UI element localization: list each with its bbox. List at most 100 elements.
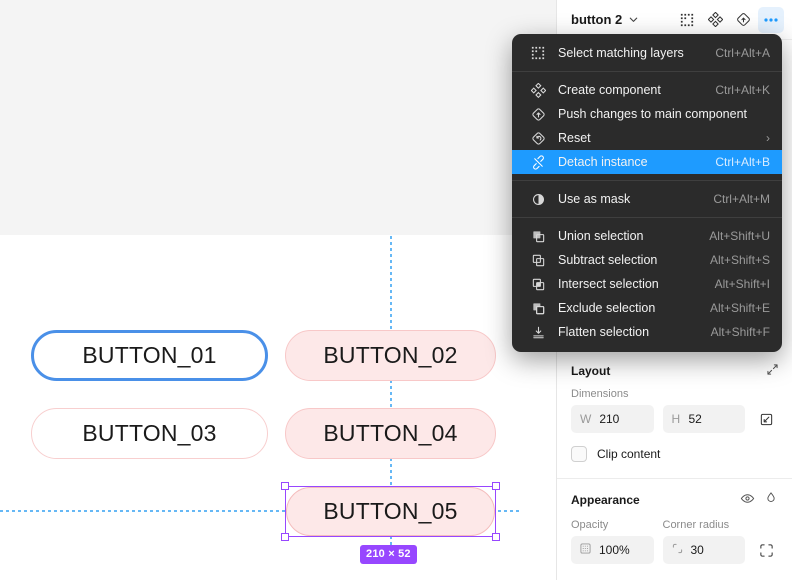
corner-radius-value: 30: [690, 543, 704, 557]
menu-item-select-matching-layers[interactable]: Select matching layers Ctrl+Alt+A: [512, 41, 782, 65]
size-badge: 210 × 52: [360, 545, 417, 564]
menu-item-label: Create component: [558, 83, 661, 97]
menu-item-shortcut: Ctrl+Alt+A: [715, 46, 770, 60]
menu-item-create-component[interactable]: Create component Ctrl+Alt+K: [512, 78, 782, 102]
menu-item-shortcut: Alt+Shift+S: [709, 253, 770, 267]
blend-mode-droplet-icon[interactable]: [764, 491, 778, 509]
menu-item-shortcut: Alt+Shift+F: [710, 325, 770, 339]
menu-item-label: Union selection: [558, 229, 644, 243]
canvas-button-03[interactable]: BUTTON_03: [31, 408, 268, 459]
panel-title: button 2: [571, 12, 623, 27]
appearance-section-title: Appearance: [571, 493, 640, 507]
layout-section: Layout Dimensions W 210 H 52: [557, 362, 792, 472]
corner-radius-label: Corner radius: [662, 519, 730, 531]
menu-item-shortcut: Ctrl+Alt+M: [713, 192, 770, 206]
independent-corners-icon[interactable]: [754, 538, 778, 562]
expand-arrows-icon[interactable]: [767, 364, 778, 378]
menu-separator: [512, 180, 782, 181]
opacity-label: Opacity: [571, 519, 609, 531]
context-menu[interactable]: Select matching layers Ctrl+Alt+A Create c…: [512, 34, 782, 352]
menu-item-shortcut: Alt+Shift+I: [714, 277, 770, 291]
menu-item-shortcut: Ctrl+Alt+B: [715, 155, 770, 169]
menu-item-shortcut: Ctrl+Alt+K: [715, 83, 770, 97]
subtract-selection-icon: [530, 252, 546, 268]
create-component-icon[interactable]: [702, 7, 728, 33]
opacity-swatch-icon: [580, 543, 591, 557]
width-prefix: W: [580, 412, 592, 426]
reset-icon: [530, 130, 546, 146]
select-matching-layers-icon[interactable]: [674, 7, 700, 33]
menu-item-shortcut: Alt+Shift+U: [709, 229, 770, 243]
menu-item-flatten-selection[interactable]: Flatten selection Alt+Shift+F: [512, 320, 782, 344]
menu-separator: [512, 217, 782, 218]
clip-content-label: Clip content: [597, 447, 661, 461]
menu-item-label: Select matching layers: [558, 46, 684, 60]
corner-radius-input[interactable]: 30: [662, 536, 745, 564]
vertical-alignment-guide: [390, 236, 392, 546]
menu-item-label: Intersect selection: [558, 277, 659, 291]
clip-content-checkbox[interactable]: [571, 446, 587, 462]
canvas-button-01-label: BUTTON_01: [82, 342, 217, 368]
width-input[interactable]: W 210: [571, 405, 654, 433]
select-matching-layers-icon: [530, 45, 546, 61]
menu-item-label: Subtract selection: [558, 253, 658, 267]
canvas-button-03-label: BUTTON_03: [82, 420, 217, 446]
layout-section-icons: [767, 364, 778, 378]
chevron-down-icon[interactable]: [626, 13, 640, 27]
canvas-button-04[interactable]: BUTTON_04: [285, 408, 496, 459]
menu-item-label: Use as mask: [558, 192, 631, 206]
panel-header-icons: [674, 6, 784, 33]
canvas-background-band: [0, 0, 556, 235]
appearance-section-icons: [740, 491, 778, 509]
menu-item-detach-instance[interactable]: Detach instance Ctrl+Alt+B: [512, 150, 782, 174]
menu-item-label: Reset: [558, 131, 591, 145]
flatten-selection-icon: [530, 324, 546, 340]
appearance-section: Appearance Opacity: [557, 479, 792, 574]
horizontal-alignment-guide: [0, 510, 520, 512]
appearance-section-header: Appearance: [571, 491, 778, 509]
menu-item-use-as-mask[interactable]: Use as mask Ctrl+Alt+M: [512, 187, 782, 211]
clip-content-row[interactable]: Clip content: [571, 446, 778, 462]
height-input[interactable]: H 52: [662, 405, 745, 433]
submenu-arrow-icon: ›: [766, 131, 770, 145]
more-options-icon[interactable]: [758, 6, 784, 33]
use-as-mask-icon: [530, 191, 546, 207]
eye-icon[interactable]: [740, 491, 755, 509]
menu-item-label: Exclude selection: [558, 301, 656, 315]
layout-section-title: Layout: [571, 364, 611, 378]
menu-item-intersect-selection[interactable]: Intersect selection Alt+Shift+I: [512, 272, 782, 296]
canvas-button-01[interactable]: BUTTON_01: [31, 330, 268, 381]
dimensions-label: Dimensions: [571, 388, 629, 400]
intersect-selection-icon: [530, 276, 546, 292]
opacity-field: Opacity 100%: [571, 519, 654, 564]
canvas-button-02-label: BUTTON_02: [323, 342, 458, 368]
opacity-value: 100%: [599, 543, 630, 557]
canvas-button-02[interactable]: BUTTON_02: [285, 330, 496, 381]
layout-section-header: Layout: [571, 364, 778, 378]
resize-to-fit-icon[interactable]: [754, 407, 778, 431]
canvas-button-05[interactable]: BUTTON_05: [286, 487, 495, 536]
push-changes-icon[interactable]: [730, 7, 756, 33]
menu-item-subtract-selection[interactable]: Subtract selection Alt+Shift+S: [512, 248, 782, 272]
union-selection-icon: [530, 228, 546, 244]
width-value: 210: [599, 412, 620, 426]
menu-item-label: Push changes to main component: [558, 107, 748, 121]
menu-item-exclude-selection[interactable]: Exclude selection Alt+Shift+E: [512, 296, 782, 320]
exclude-selection-icon: [530, 300, 546, 316]
panel-divider: [557, 478, 792, 479]
menu-item-label: Flatten selection: [558, 325, 650, 339]
menu-item-reset[interactable]: Reset ›: [512, 126, 782, 150]
menu-item-union-selection[interactable]: Union selection Alt+Shift+U: [512, 224, 782, 248]
menu-separator: [512, 71, 782, 72]
corner-radius-field: Corner radius 30: [662, 519, 745, 564]
dimensions-row: W 210 H 52: [571, 405, 778, 433]
detach-instance-icon: [530, 154, 546, 170]
appearance-fields: Opacity 100% Corner radius 30: [571, 519, 778, 564]
canvas-button-04-label: BUTTON_04: [323, 420, 458, 446]
menu-item-shortcut: Alt+Shift+E: [709, 301, 770, 315]
menu-item-label: Detach instance: [558, 155, 648, 169]
corner-radius-icon: [672, 543, 683, 557]
menu-item-push-changes-to-main-component[interactable]: Push changes to main component: [512, 102, 782, 126]
opacity-input[interactable]: 100%: [571, 536, 654, 564]
